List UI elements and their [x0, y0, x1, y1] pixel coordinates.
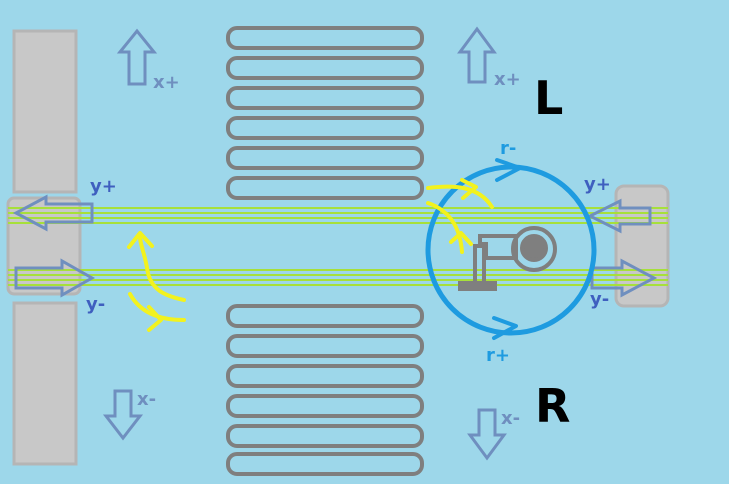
label-x-plus-right: x+ [494, 69, 521, 90]
left-panel-top [12, 29, 78, 194]
x-minus-arrow-right-icon [467, 408, 507, 461]
label-r-minus: r- [500, 138, 516, 159]
label-x-minus-right: x- [501, 408, 520, 429]
flow-arrows-left-icon [127, 231, 186, 332]
robot-arm-icon [458, 226, 557, 291]
left-panel-bottom [12, 301, 78, 466]
label-y-plus-right: y+ [584, 174, 611, 195]
rotation-arrow-top-icon [495, 158, 522, 182]
label-y-plus-left: y+ [90, 176, 117, 197]
right-rail-mount [614, 184, 670, 308]
flow-arrows-right-icon [426, 178, 494, 254]
label-right: R [535, 379, 570, 433]
coil-stack-bottom [226, 304, 424, 476]
rotation-circle [425, 164, 597, 336]
rail-top [8, 207, 668, 224]
y-plus-arrow-left-icon [12, 194, 94, 232]
label-r-plus: r+ [486, 345, 510, 366]
rotation-arrow-bottom-icon [492, 316, 518, 340]
x-plus-arrow-left-icon [116, 28, 158, 86]
label-x-plus-left: x+ [153, 72, 180, 93]
coil-stack-top [226, 26, 424, 200]
x-plus-arrow-right-icon [457, 26, 497, 84]
label-y-minus-right: y- [590, 289, 609, 310]
label-left: L [534, 71, 563, 125]
label-x-minus-left: x- [137, 389, 156, 410]
y-minus-arrow-left-icon [14, 258, 96, 298]
y-plus-arrow-right-icon [586, 198, 652, 234]
rail-bottom [8, 269, 668, 286]
y-minus-arrow-right-icon [590, 258, 658, 298]
label-y-minus-left: y- [86, 294, 105, 315]
x-minus-arrow-left-icon [102, 389, 144, 441]
